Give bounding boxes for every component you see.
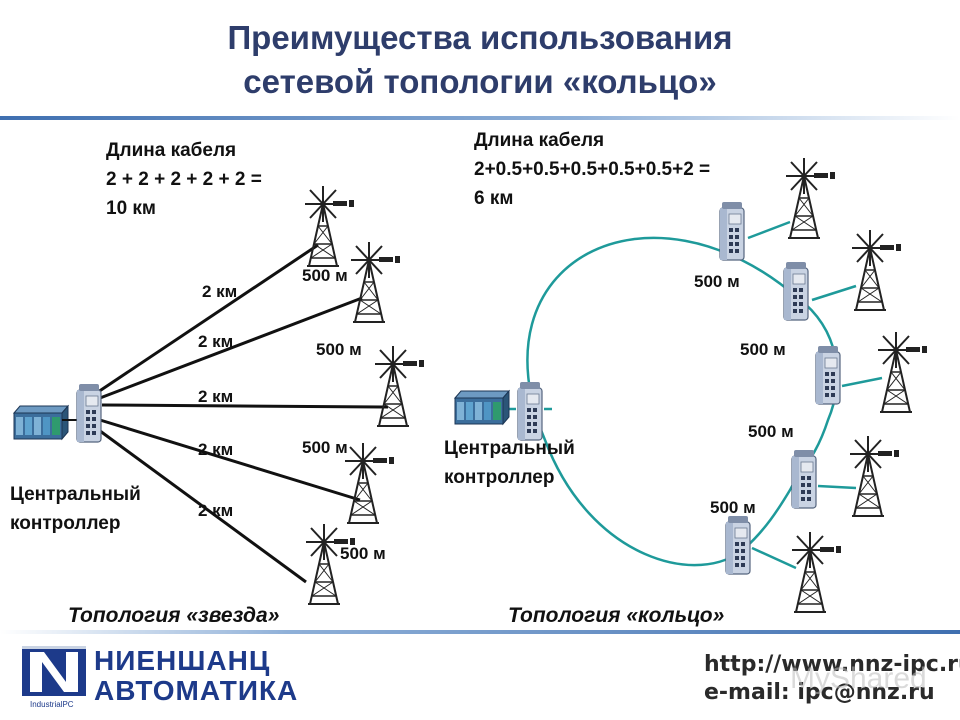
company-logo-icon bbox=[22, 646, 86, 696]
ring-switch-icon-3 bbox=[815, 345, 841, 405]
title-line-2: сетевой топологии «кольцо» bbox=[243, 63, 717, 100]
ring-topology-caption: Топология «кольцо» bbox=[508, 604, 725, 627]
ring-turbine-icon-1 bbox=[785, 157, 836, 239]
star-distance-label-1: 500 м bbox=[302, 266, 348, 285]
star-link-2 bbox=[99, 296, 363, 400]
ring-switch-icon-2 bbox=[783, 261, 809, 321]
star-controller-label-line-1: Центральный bbox=[10, 484, 141, 505]
ring-distance-label-2: 500 м bbox=[740, 340, 786, 359]
company-logo-subtitle: IndustrialPC bbox=[30, 700, 74, 709]
star-links bbox=[95, 243, 389, 584]
website-link[interactable]: http://www.nnz-ipc.ru bbox=[704, 652, 960, 677]
star-turbine-icon-1 bbox=[304, 185, 355, 267]
star-link-5 bbox=[95, 426, 307, 584]
ring-cable-label-line-1: Длина кабеля bbox=[474, 130, 605, 151]
star-switch-icon bbox=[76, 383, 102, 443]
star-controller-label: Центральный контроллер bbox=[10, 480, 141, 538]
star-link-label-5: 2 км bbox=[198, 501, 234, 520]
star-distance-label-2: 500 м bbox=[316, 340, 362, 359]
star-turbine-icon-5 bbox=[305, 523, 356, 605]
watermark: MyShared bbox=[790, 662, 927, 695]
ring-cable bbox=[526, 236, 799, 567]
slide-title: Преимущества использования сетевой топол… bbox=[0, 16, 960, 104]
email-link[interactable]: e-mail: ipc@nnz.ru bbox=[704, 680, 935, 705]
star-turbine-icon-2 bbox=[350, 241, 401, 323]
top-divider bbox=[0, 116, 960, 120]
ring-switch-icon-1 bbox=[719, 201, 745, 261]
ring-cable-length: Длина кабеля 2+0.5+0.5+0.5+0.5+0.5+2 = 6… bbox=[474, 126, 710, 213]
ring-controller-label-line-2: контроллер bbox=[444, 467, 555, 488]
ring-plc-controller-icon bbox=[454, 390, 510, 425]
company-name-line-2: АВТОМАТИКА bbox=[94, 675, 299, 706]
ring-turbine-icon-5 bbox=[791, 531, 842, 613]
star-cable-label-line-2: 2 + 2 + 2 + 2 + 2 = bbox=[106, 169, 262, 190]
star-cable-label-line-1: Длина кабеля bbox=[106, 140, 237, 161]
ring-cable-label-line-3: 6 км bbox=[474, 188, 514, 209]
star-cable-label-line-3: 10 км bbox=[106, 198, 156, 219]
ring-controller-label: Центральный контроллер bbox=[444, 434, 575, 492]
ring-turbine-icon-3 bbox=[877, 331, 928, 413]
ring-turbine-icon-2 bbox=[851, 229, 902, 311]
ring-distance-label-1: 500 м bbox=[694, 272, 740, 291]
company-name-line-1: НИЕНШАНЦ bbox=[94, 645, 271, 676]
ring-spurs bbox=[747, 220, 883, 570]
star-cable-length: Длина кабеля 2 + 2 + 2 + 2 + 2 = 10 км bbox=[106, 136, 262, 223]
ring-turbine-icon-4 bbox=[849, 435, 900, 517]
star-distance-label-4: 500 м bbox=[340, 544, 386, 563]
star-link-3 bbox=[101, 403, 389, 409]
star-link-label-3: 2 км bbox=[198, 387, 234, 406]
title-line-1: Преимущества использования bbox=[227, 19, 733, 56]
star-link-label-1: 2 км bbox=[202, 282, 238, 301]
ring-switch-icon-0 bbox=[517, 381, 543, 441]
star-topology-caption: Топология «звезда» bbox=[68, 604, 280, 627]
star-link-4 bbox=[99, 418, 361, 502]
star-turbine-icon-3 bbox=[374, 345, 425, 427]
star-turbine-icon-4 bbox=[344, 442, 395, 524]
ring-controller-label-line-1: Центральный bbox=[444, 438, 575, 459]
ring-distance-label-4: 500 м bbox=[710, 498, 756, 517]
ring-distance-label-3: 500 м bbox=[748, 422, 794, 441]
ring-switch-icon-4 bbox=[791, 449, 817, 509]
bottom-divider bbox=[0, 630, 960, 634]
star-link-label-4: 2 км bbox=[198, 440, 234, 459]
ring-cable-label-line-2: 2+0.5+0.5+0.5+0.5+0.5+2 = bbox=[474, 159, 711, 180]
company-name: НИЕНШАНЦ АВТОМАТИКА bbox=[94, 646, 298, 706]
star-plc-controller-icon bbox=[13, 405, 69, 440]
star-distance-label-3: 500 м bbox=[302, 438, 348, 457]
ring-switch-icon-5 bbox=[725, 515, 751, 575]
star-link-label-2: 2 км bbox=[198, 332, 234, 351]
ring-cable-right bbox=[744, 297, 839, 549]
star-controller-label-line-2: контроллер bbox=[10, 513, 121, 534]
star-link-1 bbox=[97, 243, 319, 394]
